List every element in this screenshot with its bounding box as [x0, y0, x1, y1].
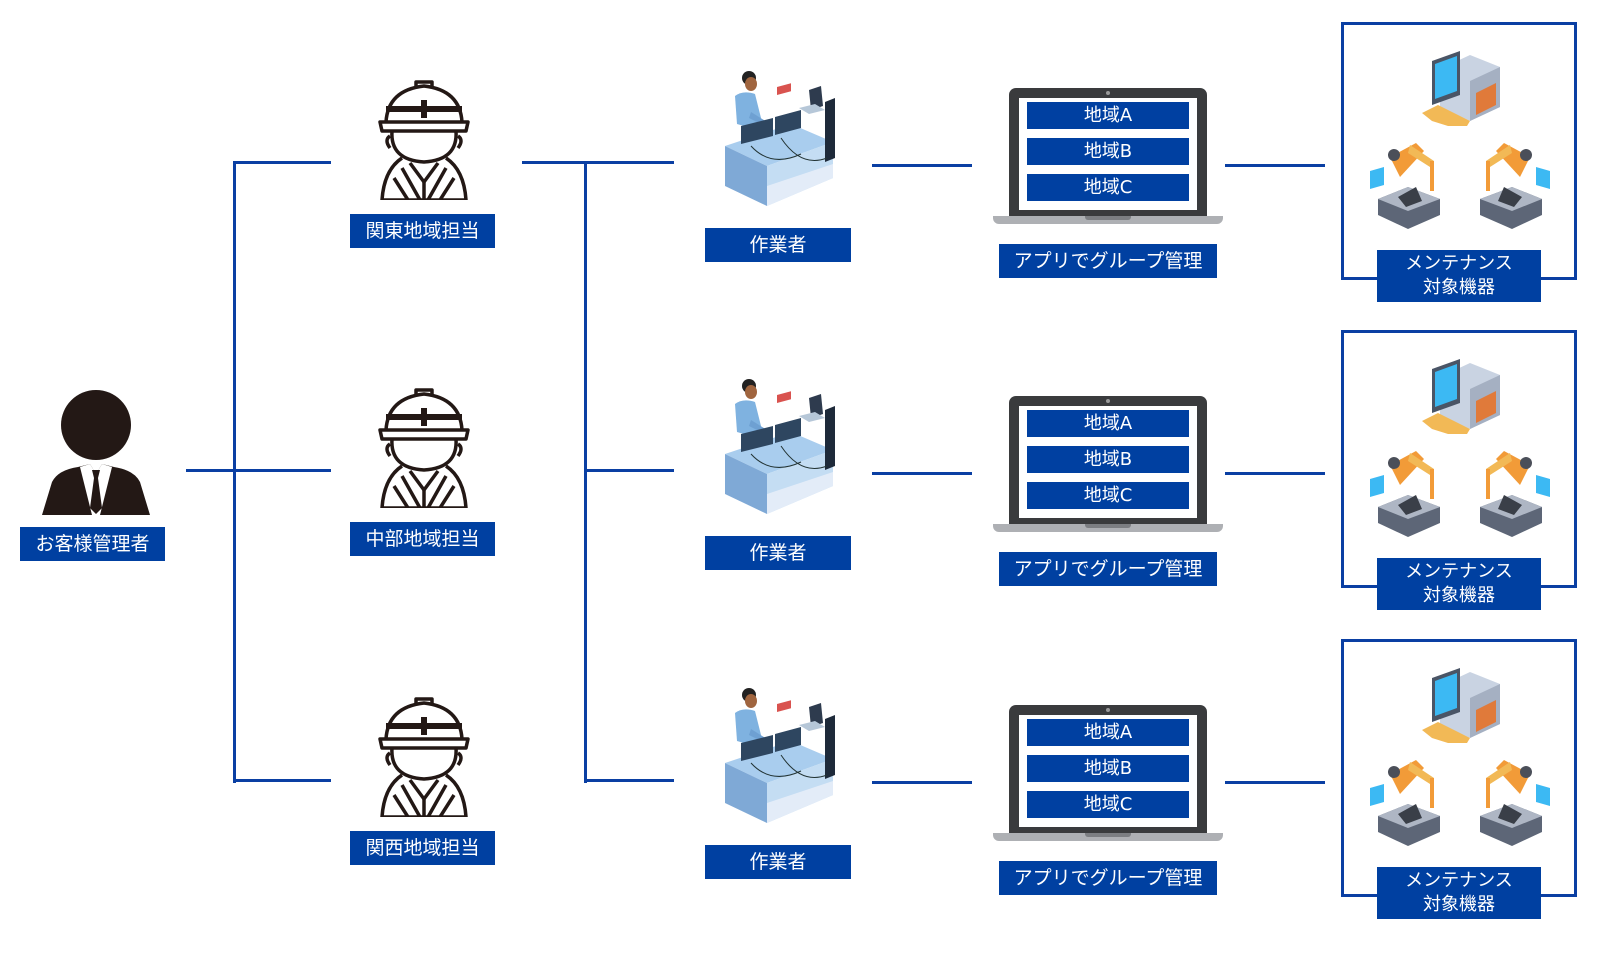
region-group-item[interactable]: 地域B [1027, 446, 1189, 473]
worker-node-3: 作業者 [705, 685, 851, 879]
app-label: アプリでグループ管理 [999, 552, 1217, 586]
camera-dot-icon [1106, 91, 1110, 95]
worker-label: 作業者 [705, 228, 851, 262]
laptop-screen: 地域A 地域B 地域C [1009, 396, 1207, 526]
regional-lead-label: 中部地域担当 [350, 522, 495, 556]
camera-dot-icon [1106, 708, 1110, 712]
app-label: アプリでグループ管理 [999, 244, 1217, 278]
connector-manager-to-trunk [186, 469, 234, 472]
desk-operator-icon [721, 685, 851, 825]
app-label: アプリでグループ管理 [999, 861, 1217, 895]
regional-lead-label: 関西地域担当 [350, 831, 495, 865]
region-group-item[interactable]: 地域C [1027, 482, 1189, 509]
connector-to-worker-3 [584, 779, 674, 782]
laptop-icon: 地域A 地域B 地域C [993, 88, 1223, 228]
worker-node-2: 作業者 [705, 376, 851, 570]
connector-worker-2-to-app [872, 472, 972, 475]
machines-label-line2: 対象機器 [1423, 277, 1495, 298]
connector-trunk-left [233, 161, 236, 783]
machines-node-2: メンテナンス 対象機器 [1341, 330, 1586, 620]
machines-label-line1: メンテナンス [1405, 870, 1513, 891]
regional-lead-node-1: 関東地域担当 [350, 78, 495, 248]
machines-node-1: メンテナンス 対象機器 [1341, 22, 1586, 312]
regional-lead-node-2: 中部地域担当 [350, 386, 495, 556]
hardhat-worker-icon [378, 695, 495, 817]
connector-to-worker-2 [584, 469, 674, 472]
laptop-base [993, 216, 1223, 224]
connector-worker-3-to-app [872, 781, 972, 784]
app-node-2: 地域A 地域B 地域C アプリでグループ管理 [993, 396, 1223, 586]
region-group-item[interactable]: 地域A [1027, 719, 1189, 746]
connector-to-kansai [233, 779, 331, 782]
machines-frame [1341, 330, 1577, 588]
businessman-icon [38, 390, 165, 515]
connector-trunk-right [584, 161, 587, 783]
connector-kanto-to-trunk [522, 161, 674, 164]
connector-app-3-to-machines [1225, 781, 1325, 784]
hardhat-worker-icon [378, 78, 495, 200]
robot-arm-icon [1370, 754, 1448, 846]
connector-to-chubu [233, 469, 331, 472]
worker-label: 作業者 [705, 845, 851, 879]
region-group-item[interactable]: 地域C [1027, 791, 1189, 818]
region-group-item[interactable]: 地域B [1027, 755, 1189, 782]
machines-node-3: メンテナンス 対象機器 [1341, 639, 1586, 929]
connector-app-1-to-machines [1225, 164, 1325, 167]
connector-app-2-to-machines [1225, 472, 1325, 475]
laptop-icon: 地域A 地域B 地域C [993, 705, 1223, 845]
laptop-notch [1085, 216, 1131, 220]
machines-frame [1341, 22, 1577, 280]
customer-manager-label: お客様管理者 [20, 527, 165, 561]
regional-lead-node-3: 関西地域担当 [350, 695, 495, 865]
laptop-base [993, 524, 1223, 532]
robot-arm-icon [1472, 445, 1550, 537]
control-terminal-icon [1422, 668, 1502, 743]
region-group-item[interactable]: 地域B [1027, 138, 1189, 165]
region-group-item[interactable]: 地域A [1027, 410, 1189, 437]
region-group-item[interactable]: 地域A [1027, 102, 1189, 129]
app-screen: 地域A 地域B 地域C [1019, 98, 1197, 210]
hardhat-worker-icon [378, 386, 495, 508]
robot-arm-icon [1472, 137, 1550, 229]
robot-arm-icon [1370, 137, 1448, 229]
customer-manager-node: お客様管理者 [20, 390, 165, 561]
app-node-3: 地域A 地域B 地域C アプリでグループ管理 [993, 705, 1223, 895]
machines-frame [1341, 639, 1577, 897]
camera-dot-icon [1106, 399, 1110, 403]
control-terminal-icon [1422, 359, 1502, 434]
connector-to-kanto [233, 161, 331, 164]
machines-label: メンテナンス 対象機器 [1377, 558, 1541, 610]
control-terminal-icon [1422, 51, 1502, 126]
machines-label: メンテナンス 対象機器 [1377, 867, 1541, 919]
app-screen: 地域A 地域B 地域C [1019, 715, 1197, 827]
machines-label: メンテナンス 対象機器 [1377, 250, 1541, 302]
desk-operator-icon [721, 68, 851, 208]
regional-lead-label: 関東地域担当 [350, 214, 495, 248]
app-node-1: 地域A 地域B 地域C アプリでグループ管理 [993, 88, 1223, 278]
laptop-icon: 地域A 地域B 地域C [993, 396, 1223, 536]
machines-label-line2: 対象機器 [1423, 894, 1495, 915]
laptop-screen: 地域A 地域B 地域C [1009, 88, 1207, 218]
laptop-notch [1085, 833, 1131, 837]
connector-worker-1-to-app [872, 164, 972, 167]
desk-operator-icon [721, 376, 851, 516]
machines-label-line1: メンテナンス [1405, 561, 1513, 582]
region-group-item[interactable]: 地域C [1027, 174, 1189, 201]
worker-label: 作業者 [705, 536, 851, 570]
machines-label-line2: 対象機器 [1423, 585, 1495, 606]
app-screen: 地域A 地域B 地域C [1019, 406, 1197, 518]
robot-arm-icon [1370, 445, 1448, 537]
worker-node-1: 作業者 [705, 68, 851, 262]
laptop-base [993, 833, 1223, 841]
laptop-screen: 地域A 地域B 地域C [1009, 705, 1207, 835]
machines-label-line1: メンテナンス [1405, 253, 1513, 274]
laptop-notch [1085, 524, 1131, 528]
robot-arm-icon [1472, 754, 1550, 846]
